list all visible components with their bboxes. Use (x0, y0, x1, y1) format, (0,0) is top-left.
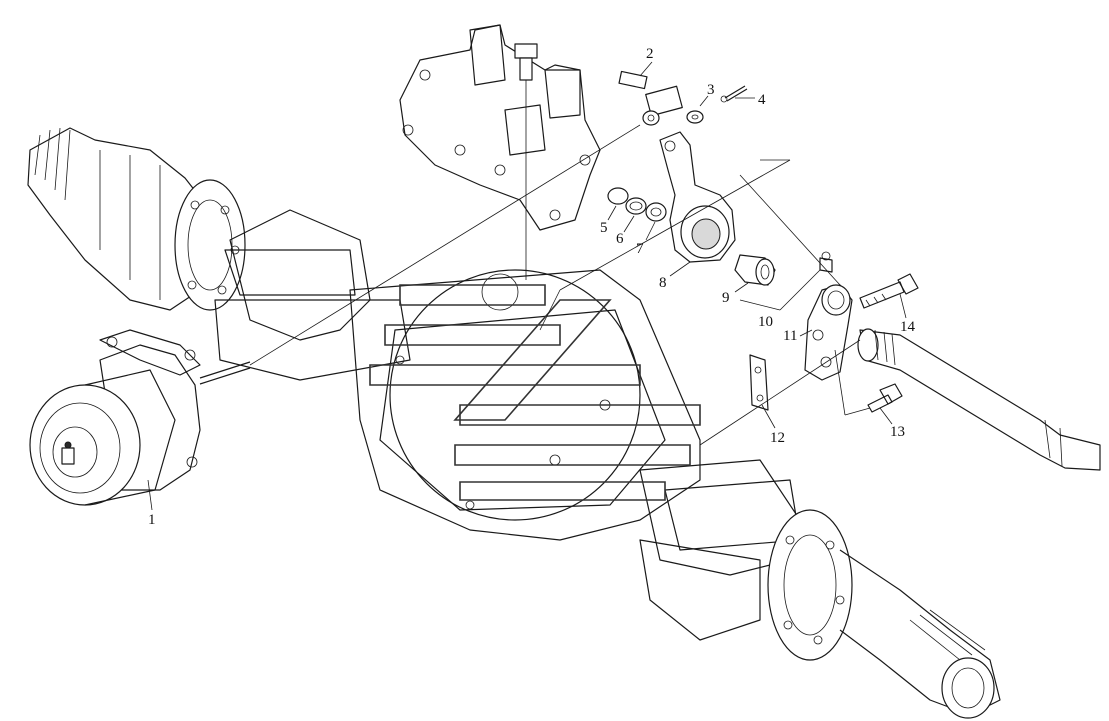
callout-12: 12 (770, 430, 785, 446)
callout-14: 14 (900, 319, 916, 335)
axle-housing (27, 127, 1001, 719)
clevis-pin (618, 70, 683, 126)
washer-7 (645, 202, 667, 222)
washer-3 (686, 110, 704, 124)
callout-9: 9 (722, 290, 730, 306)
callout-3: 3 (707, 82, 715, 98)
cotter-pin-4 (720, 85, 748, 103)
callout-7: 7 (636, 241, 644, 257)
callout-6: 6 (616, 231, 624, 247)
callout-5: 5 (600, 220, 608, 236)
bolt-13 (867, 383, 903, 413)
callout-13: 13 (890, 424, 905, 440)
camshaft (857, 328, 1101, 471)
slack-adjuster (659, 131, 736, 263)
snap-ring-5 (607, 187, 629, 205)
callout-4: 4 (758, 92, 766, 108)
ring-6 (625, 197, 647, 215)
leader-lines (147, 61, 907, 511)
grease-fitting-10 (819, 251, 833, 273)
callout-labels: 1 2 3 4 5 6 7 8 9 10 11 12 13 14 (148, 46, 916, 528)
watermark-logo (369, 284, 701, 501)
callout-11: 11 (783, 328, 797, 344)
brake-chamber (29, 124, 641, 506)
callout-8: 8 (659, 275, 667, 291)
callout-1: 1 (148, 512, 156, 528)
callout-10: 10 (758, 314, 773, 330)
shim-plate-12 (749, 354, 769, 411)
mounting-bracket (399, 24, 601, 280)
camshaft-bracket-11 (804, 284, 853, 381)
bolt-14 (859, 273, 919, 309)
callout-2: 2 (646, 46, 654, 62)
sleeve-9 (734, 254, 776, 286)
